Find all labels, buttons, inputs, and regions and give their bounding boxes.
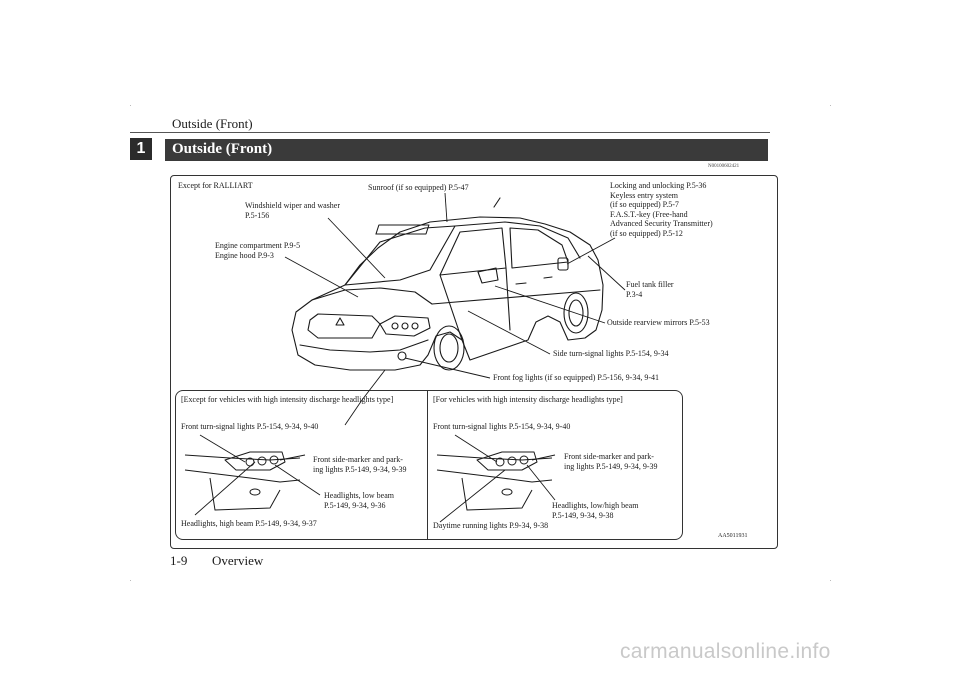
headlight bbox=[379, 315, 431, 337]
reference-code: N00100602421 bbox=[708, 164, 740, 169]
diagram-frame bbox=[170, 175, 778, 549]
mirrors-callout: Outside rearview mirrors P.5-53 bbox=[607, 318, 710, 327]
right-drl-callout: Daytime running lights P.9-34, 9-38 bbox=[433, 521, 549, 530]
rear-wheel bbox=[563, 292, 589, 334]
fuel-filler bbox=[557, 257, 569, 271]
section-title: Outside (Front) bbox=[172, 141, 273, 157]
headlight-detail-frame bbox=[175, 390, 683, 540]
variant-label: Except for RALLIART bbox=[178, 181, 253, 190]
side-window-rear bbox=[509, 227, 569, 269]
image-code: AA5011931 bbox=[718, 533, 748, 539]
crop-mark bbox=[130, 105, 131, 106]
left-detail-headlight bbox=[224, 451, 286, 471]
sunroof-callout: Sunroof (if so equipped) P.5-47 bbox=[368, 183, 469, 192]
side-mirror bbox=[477, 267, 499, 284]
fog-light bbox=[397, 351, 407, 361]
right-detail-heading: [For vehicles with high intensity discha… bbox=[433, 395, 623, 404]
crop-mark bbox=[830, 105, 831, 106]
locking-callout: Locking and unlocking P.5-36 Keyless ent… bbox=[610, 181, 713, 238]
crop-mark bbox=[830, 580, 831, 581]
side-turn-callout: Side turn-signal lights P.5-154, 9-34 bbox=[553, 349, 669, 358]
crop-mark bbox=[130, 580, 131, 581]
footer-page-number: 1-9 bbox=[170, 553, 188, 568]
front-grille bbox=[307, 313, 381, 339]
chapter-badge: 1 bbox=[130, 138, 152, 160]
sunroof-panel bbox=[375, 224, 430, 235]
front-wheel bbox=[433, 325, 465, 371]
header-rule bbox=[130, 132, 770, 133]
left-turn-signal-callout: Front turn-signal lights P.5-154, 9-34, … bbox=[181, 422, 319, 431]
fog-lights-callout: Front fog lights (if so equipped) P.5-15… bbox=[493, 373, 659, 382]
windshield bbox=[344, 225, 456, 286]
right-turn-signal-callout: Front turn-signal lights P.5-154, 9-34, … bbox=[433, 422, 571, 431]
page-header-title: Outside (Front) bbox=[172, 116, 253, 131]
right-side-marker-callout: Front side-marker and park-ing lights P.… bbox=[564, 452, 658, 471]
right-detail-headlight bbox=[476, 451, 538, 471]
left-detail-heading: [Except for vehicles with high intensity… bbox=[181, 395, 394, 404]
detail-divider bbox=[427, 391, 428, 539]
watermark: carmanualsonline.info bbox=[620, 640, 831, 663]
car-body-outline bbox=[291, 216, 604, 371]
footer-section-name: Overview bbox=[212, 553, 264, 568]
section-title-bar bbox=[165, 139, 768, 161]
left-high-beam-callout: Headlights, high beam P.5-149, 9-34, 9-3… bbox=[181, 519, 317, 528]
left-side-marker-callout: Front side-marker and park-ing lights P.… bbox=[313, 455, 407, 474]
